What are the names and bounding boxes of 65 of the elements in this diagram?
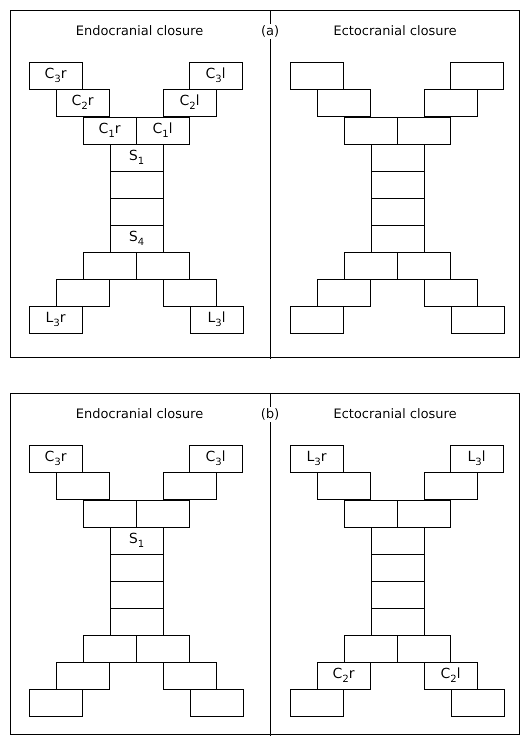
suture-segment: C$_{3}$l [188,62,242,90]
suture-segment [28,688,82,716]
suture-segment: L$_{3}$r [28,306,82,334]
suture-segment [396,500,450,528]
suture-segment: S$_{1}$ [110,144,164,172]
suture-segment [136,252,190,280]
suture-segment: C$_{2}$r [316,662,370,690]
suture-segment [56,278,110,306]
suture-segment [370,224,424,252]
suture-segment [370,608,424,636]
suture-segment [82,252,136,280]
suture-segment [370,144,424,172]
suture-segment: C$_{2}$l [424,662,478,690]
suture-segment: L$_{3}$l [190,306,244,334]
suture-segment [110,580,164,608]
suture-segment: L$_{3}$l [450,444,504,472]
suture-segment [344,500,398,528]
suture-segment [316,278,370,306]
suture-segment [370,526,424,554]
suture-segment [82,500,136,528]
suture-segment [370,170,424,198]
suture-segment [344,252,398,280]
suture-segment: C$_{1}$l [136,116,190,144]
suture-segment [344,116,398,144]
suture-segment [424,88,478,116]
suture-segment [370,554,424,582]
suture-segment [162,472,216,500]
suture-segment: L$_{3}$r [290,444,344,472]
suture-segment [316,472,370,500]
suture-segment [56,472,110,500]
suture-segment [110,608,164,636]
suture-segment [190,688,244,716]
suture-segment: S$_{4}$ [110,224,164,252]
suture-segment [136,500,190,528]
suture-segment [162,662,216,690]
suture-segment: C$_{3}$r [28,444,82,472]
suture-segment [110,554,164,582]
suture-segment [450,306,504,334]
suture-segment [424,278,478,306]
suture-segment: S$_{1}$ [110,526,164,554]
suture-segment [110,170,164,198]
suture-segment: C$_{1}$r [82,116,136,144]
suture-segment: C$_{3}$r [28,62,82,90]
suture-segment: C$_{2}$l [162,88,216,116]
suture-segment: C$_{3}$l [188,444,242,472]
suture-segment [396,634,450,662]
suture-segment [162,278,216,306]
suture-segment [450,62,504,90]
suture-segment [396,252,450,280]
suture-segment [82,634,136,662]
suture-segment [344,634,398,662]
suture-segment [290,688,344,716]
suture-segment [450,688,504,716]
suture-segment [56,662,110,690]
suture-segment [290,306,344,334]
suture-segment [424,472,478,500]
suture-segment [110,198,164,226]
suture-segment: C$_{2}$r [56,88,110,116]
suture-segment [396,116,450,144]
suture-segment [290,62,344,90]
suture-segment [370,198,424,226]
panel-letter: (b) [258,407,282,422]
suture-segment [136,634,190,662]
suture-segment [316,88,370,116]
suture-segment [370,580,424,608]
